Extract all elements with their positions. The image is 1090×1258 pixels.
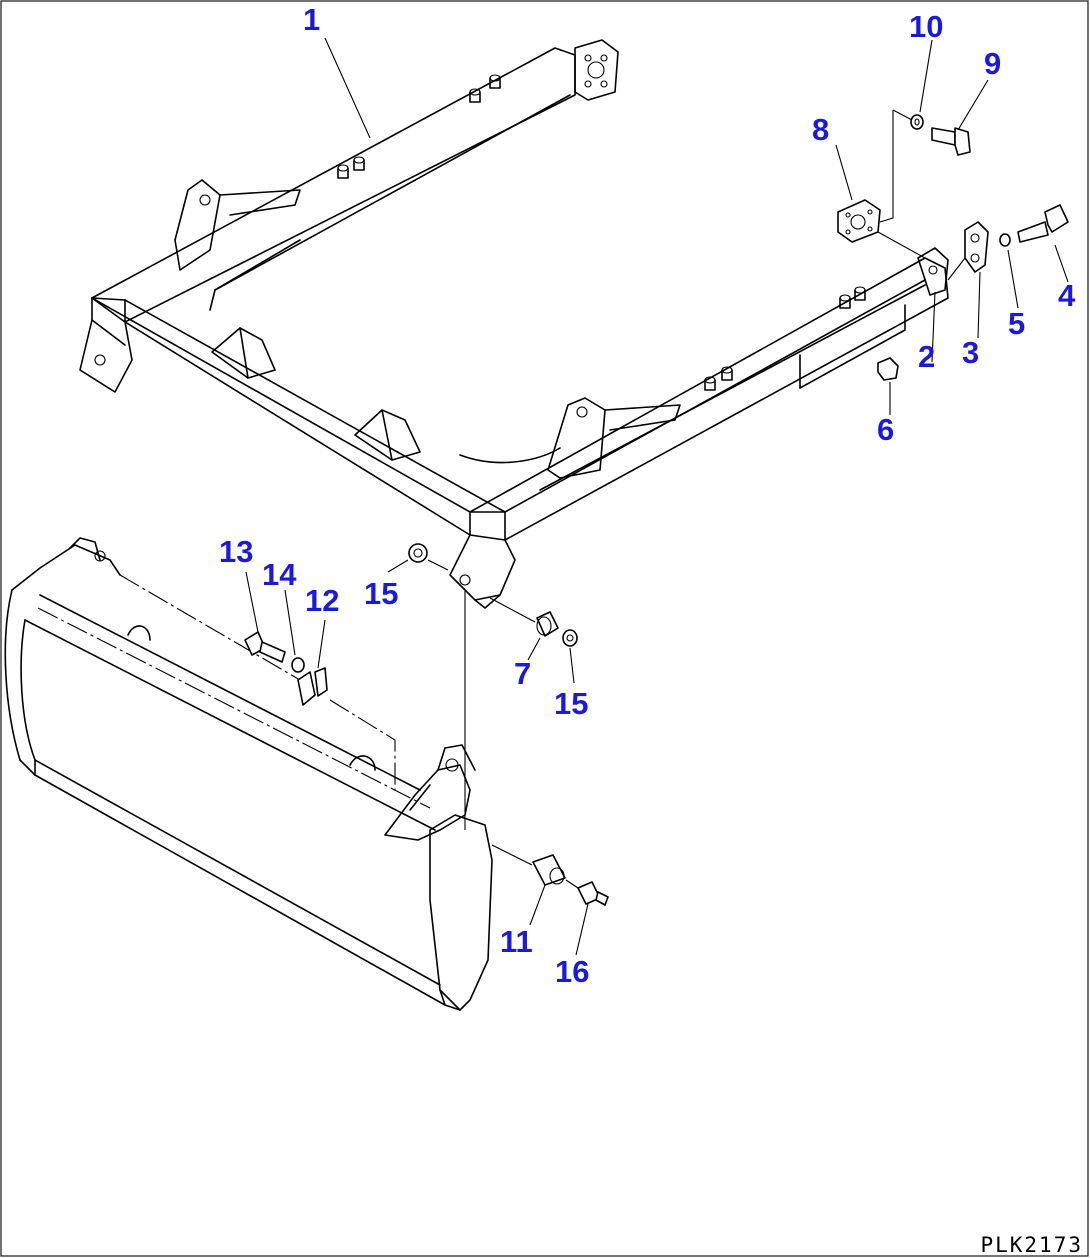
callout-11: 11 bbox=[500, 924, 533, 959]
callout-3: 3 bbox=[962, 335, 979, 370]
callout-6: 6 bbox=[877, 412, 894, 447]
callout-15-upper: 15 bbox=[364, 576, 398, 611]
callout-1: 1 bbox=[303, 2, 320, 37]
callout-5: 5 bbox=[1008, 306, 1025, 341]
callout-10: 10 bbox=[909, 9, 943, 44]
small-parts bbox=[244, 109, 1069, 906]
callout-13: 13 bbox=[219, 534, 253, 569]
leader-lines bbox=[245, 37, 1069, 956]
callout-15-lower: 15 bbox=[554, 686, 588, 721]
callout-7: 7 bbox=[514, 656, 531, 691]
callout-12: 12 bbox=[305, 583, 339, 618]
callout-2: 2 bbox=[918, 339, 935, 374]
callout-4: 4 bbox=[1058, 278, 1076, 313]
callout-labels: 1 2 3 4 5 6 7 8 9 10 11 12 13 14 15 15 1… bbox=[219, 2, 1076, 989]
callout-9: 9 bbox=[984, 46, 1001, 81]
frame-assembly bbox=[79, 39, 949, 609]
callout-16: 16 bbox=[555, 954, 589, 989]
blade-assembly bbox=[4, 537, 493, 1011]
drawing-code: PLK2173 bbox=[980, 1233, 1083, 1257]
callout-14: 14 bbox=[262, 557, 297, 592]
callout-8: 8 bbox=[812, 112, 829, 147]
